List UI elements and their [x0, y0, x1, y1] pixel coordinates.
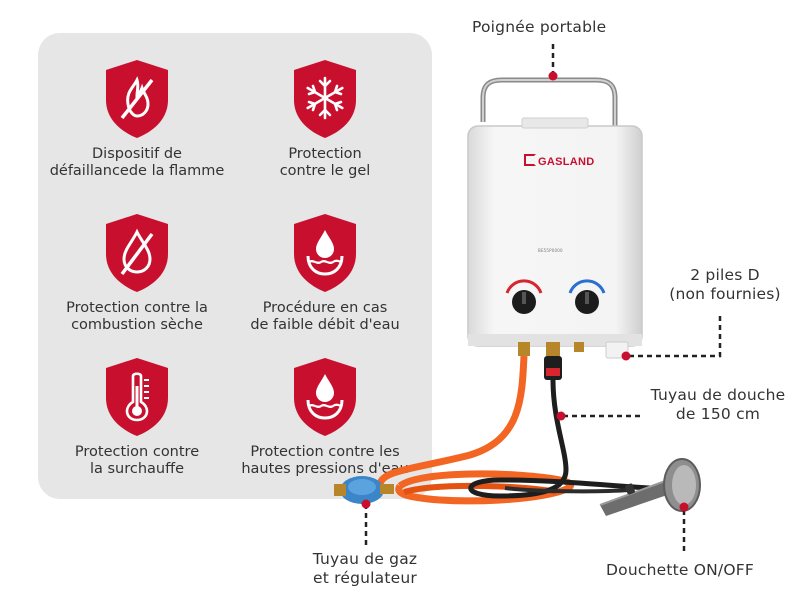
- brand-mark-icon: [524, 154, 536, 166]
- brand-logo: GASLAND: [524, 154, 595, 168]
- feature-label: Dispositif de défaillancede la flamme: [49, 146, 225, 179]
- features-panel: [38, 33, 432, 499]
- callout-shower-hose: Tuyau de douche de 150 cm: [650, 386, 786, 423]
- feature-flame-failure: Dispositif de défaillancede la flamme: [37, 58, 237, 180]
- shower-hose: [468, 379, 651, 499]
- callout-lines: [364, 44, 722, 552]
- feature-dry-combustion: Protection contre la combustion sèche: [37, 212, 237, 334]
- model-label: BE55P0000: [538, 248, 563, 253]
- callout-batteries: 2 piles D (non fournies): [669, 266, 781, 303]
- callout-shower-head: Douchette ON/OFF: [606, 561, 754, 579]
- feature-label: Protection contre la surchauffe: [74, 444, 200, 477]
- feature-label: Protection contre le gel: [279, 146, 371, 179]
- feature-label: Protection contre les hautes pressions d…: [241, 444, 409, 477]
- pressure-drop-icon: [294, 358, 356, 436]
- gas-regulator: [334, 476, 394, 504]
- callout-gas-hose: Tuyau de gaz et régulateur: [312, 550, 418, 587]
- gas-knob: [505, 279, 543, 314]
- feature-label: Protection contre la combustion sèche: [66, 300, 208, 333]
- water-knob: [568, 279, 606, 314]
- callout-handle: Poignée portable: [472, 18, 607, 36]
- no-drop-icon: [106, 214, 168, 292]
- snowflake-icon: [294, 60, 356, 138]
- callout-markers: [361, 71, 689, 512]
- no-flame-icon: [106, 60, 168, 138]
- feature-overheat: Protection contre la surchauffe: [37, 356, 237, 478]
- thermometer-icon: [106, 358, 168, 436]
- carry-handle: [480, 77, 618, 128]
- water-drop-icon: [294, 214, 356, 292]
- feature-label: Procédure en cas de faible débit d'eau: [250, 300, 400, 333]
- feature-low-flow: Procédure en cas de faible débit d'eau: [225, 212, 425, 334]
- bottom-fittings: [518, 341, 629, 380]
- feature-frost-protection: Protection contre le gel: [225, 58, 425, 180]
- water-heater-body: [467, 117, 643, 347]
- feature-high-pressure: Protection contre les hautes pressions d…: [225, 356, 425, 478]
